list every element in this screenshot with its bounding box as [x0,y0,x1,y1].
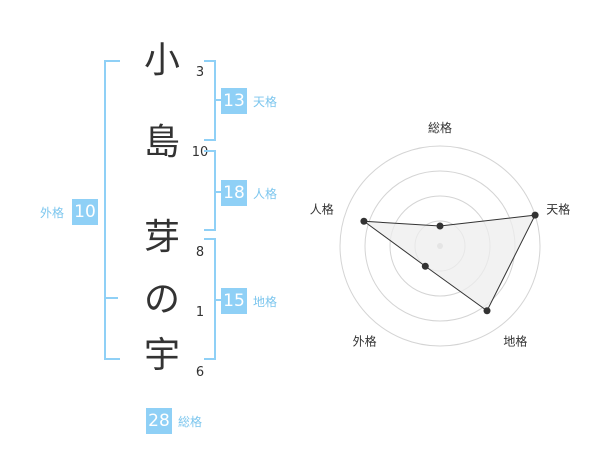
radar-axis-label: 総格 [428,120,452,135]
radar-data-point [360,217,368,225]
stroke-count-3: 8 [195,245,205,260]
jinkaku-connector [214,191,222,193]
stroke-count-4: 1 [195,305,205,320]
chikaku-connector [214,299,222,301]
name-char-5: 宇 [143,335,180,376]
jinkaku-label: 人格 [253,187,278,201]
gaikaku-label: 外格 [40,206,65,220]
stroke-count-1: 3 [195,65,205,80]
stroke-count-2: 10 [191,145,209,160]
stroke-count-5: 6 [195,365,205,380]
gaikaku-bracket-tick [104,297,118,299]
radar-data-point [436,222,444,230]
tenkaku-connector [214,99,222,101]
soukaku-label: 総格 [178,415,203,429]
soukaku-value: 28 [146,408,172,434]
radar-series-polygon [362,214,536,312]
radar-axis-label: 外格 [353,333,377,348]
gaikaku-value: 10 [72,199,98,225]
radar-data-point [531,211,539,219]
radar-grid-ring [339,145,541,347]
tenkaku-label: 天格 [253,95,278,109]
jinkaku-bracket [204,150,216,231]
radar-points [360,211,539,315]
chikaku-value: 15 [221,288,247,314]
name-char-1: 小 [143,40,180,81]
chikaku-label: 地格 [253,295,278,309]
name-char-2: 島 [143,122,180,163]
name-char-4: の [143,279,180,320]
name-char-3: 芽 [143,217,180,258]
radar-axis-label: 天格 [546,202,570,217]
tenkaku-value: 13 [221,88,247,114]
radar-axis-label: 地格 [503,333,527,348]
radar-data-point [483,307,491,315]
gaikaku-bracket [104,60,120,360]
radar-data-point [421,262,429,270]
jinkaku-value: 18 [221,180,247,206]
radar-axis-label: 人格 [310,202,334,217]
